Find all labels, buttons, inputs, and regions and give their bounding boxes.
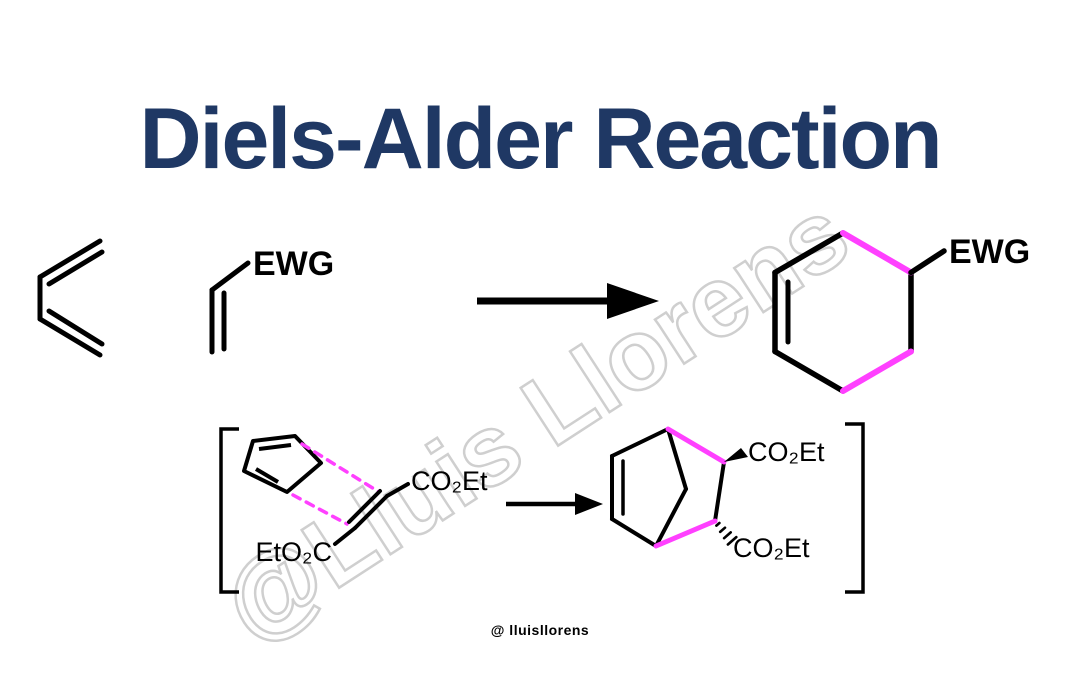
product-cyclohexene [772,230,947,394]
bridge-bond-2 [654,487,688,548]
dienophile-structure [209,260,251,355]
credit-text: @ lluisllorens [490,622,590,638]
ester-label-product-top: CO₂Et [748,437,825,467]
fumarate-structure [333,482,410,546]
new-bond-ts-top [665,426,727,465]
right-bracket [845,422,865,594]
ester-label-product-bottom: CO₂Et [733,533,810,563]
hash-bond-bottom-ester [715,521,738,546]
left-bracket [219,427,239,594]
wedge-bond-top-ester [724,448,748,462]
ewg-label-product: EWG [949,233,1030,271]
ewg-label-dienophile: EWG [253,245,334,283]
ester-label-ts-bottom: EtO₂C [256,537,333,567]
norbornene-product [610,426,727,549]
reaction-arrow [477,283,659,319]
ester-label-ts-top: CO₂Et [411,466,488,496]
diene-structure [37,238,105,358]
forming-bond-dashes [291,442,381,526]
new-bond-ts-bottom [653,518,718,549]
ts-arrowhead [575,493,603,515]
new-bond-bottom [840,348,914,394]
ts-reaction-arrow [506,493,603,515]
bridge-bond-1 [666,427,688,491]
ewg-bond [908,248,947,276]
new-bond-top [840,230,914,276]
cyclopentadiene-structure [242,434,323,494]
arrowhead [607,283,659,319]
page-title: Diels-Alder Reaction [139,91,942,187]
